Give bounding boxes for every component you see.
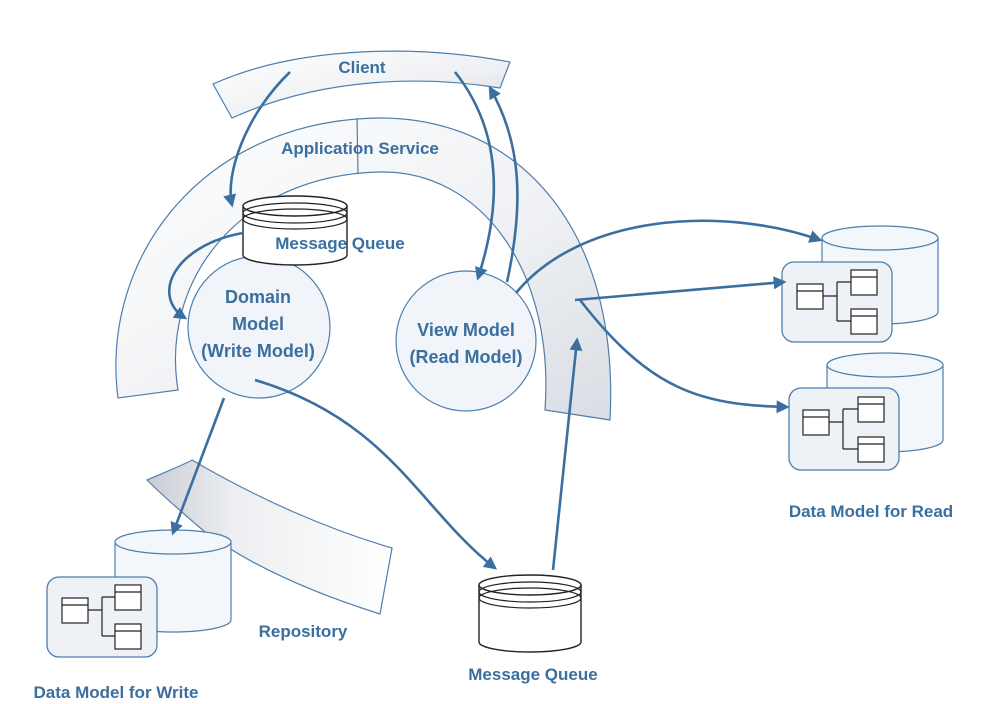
message-queue-bottom-cylinder	[478, 574, 582, 653]
repository-label: Repository	[259, 622, 348, 641]
message-queue-top-label: Message Queue	[275, 234, 404, 253]
message-queue-top-cylinder	[242, 195, 348, 266]
arrow-domain-to-repository	[170, 397, 226, 536]
domain-model-label-line2: Model	[232, 314, 284, 334]
arrow-client-to-viewmodel	[453, 71, 496, 281]
data-model-write-label: Data Model for Write	[34, 683, 199, 702]
arrow-queue-to-domain	[167, 231, 244, 320]
arrow-viewmodel-to-read-store-1	[514, 219, 823, 294]
arrow-viewmodel-to-client	[488, 85, 519, 283]
view-model-label-line1: View Model	[417, 320, 515, 340]
client-label: Client	[338, 58, 386, 77]
repository-band	[145, 459, 393, 615]
data-model-read-store-1	[781, 225, 939, 343]
view-model-label-line2: (Read Model)	[409, 347, 522, 367]
message-queue-bottom-label: Message Queue	[468, 665, 597, 684]
domain-model-label-line1: Domain	[225, 287, 291, 307]
arrow-queue-bottom-to-viewmodel	[551, 337, 583, 571]
arrow-viewmodel-to-read-store-2	[578, 299, 790, 414]
band-divider	[356, 117, 359, 174]
data-model-read-store-2	[788, 352, 944, 471]
client-band	[212, 50, 511, 119]
data-model-write-store	[46, 529, 232, 658]
arrow-viewmodel-to-read-store-card	[574, 276, 787, 302]
arrow-domain-to-queue-bottom	[254, 378, 498, 570]
data-model-read-label: Data Model for Read	[789, 502, 953, 521]
application-service-band	[115, 117, 612, 421]
view-model-node	[395, 270, 537, 412]
application-service-label: Application Service	[281, 139, 439, 158]
domain-model-label-line3: (Write Model)	[201, 341, 315, 361]
arrow-client-to-queue	[223, 71, 291, 208]
